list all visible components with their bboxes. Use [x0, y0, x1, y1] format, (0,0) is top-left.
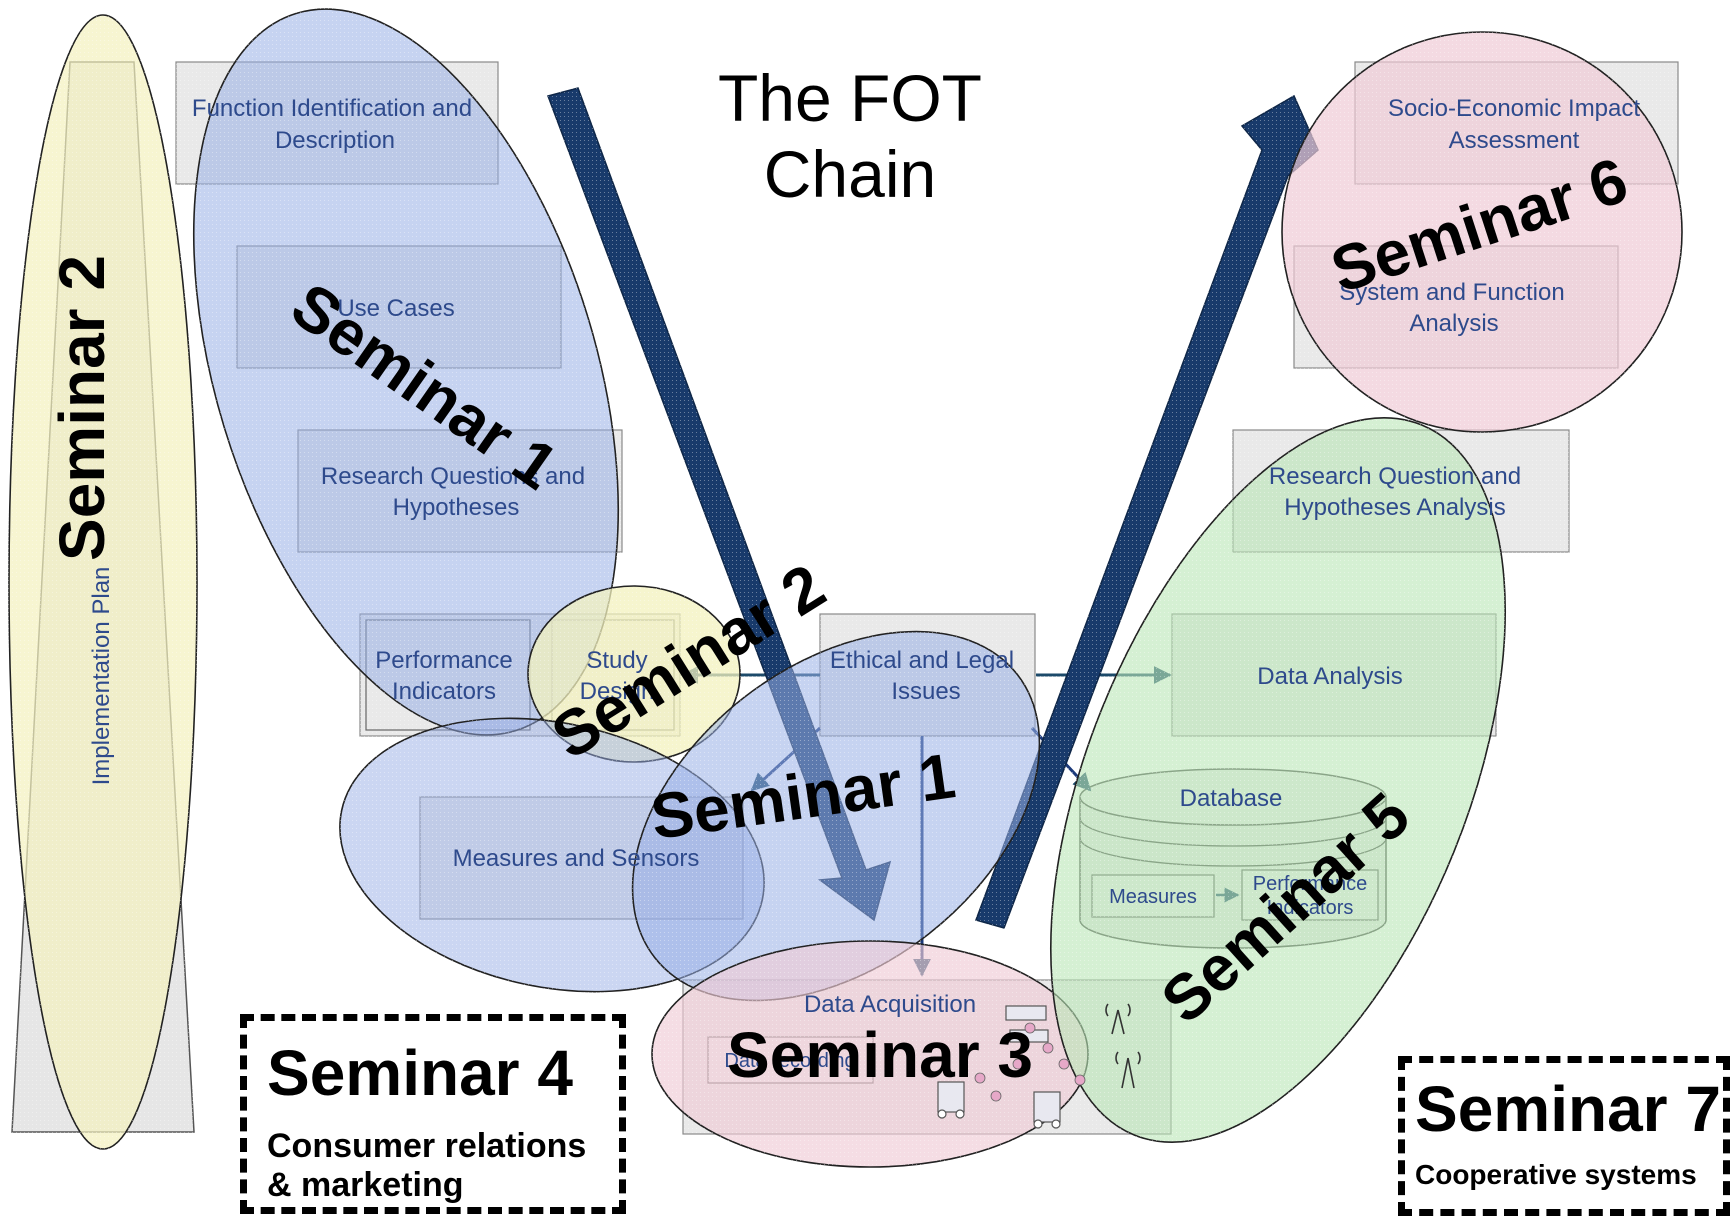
data-analysis-label: Data Analysis — [1257, 663, 1402, 690]
implementation-plan-label: Implementation Plan — [88, 567, 115, 786]
seminar-7-box: Seminar 7 Cooperative systems — [1398, 1056, 1730, 1216]
people-icons — [974, 1022, 1086, 1102]
db-measures-label: Measures — [1109, 886, 1197, 908]
seminar-4-subtitle-1: Consumer relations — [267, 1127, 587, 1165]
seminar-4-title: Seminar 4 — [267, 1037, 573, 1109]
antenna-icon — [1105, 1003, 1141, 1089]
data-acquisition-label: Data Acquisition — [804, 991, 976, 1018]
seminar-3-label: Seminar 3 — [727, 1019, 1033, 1091]
database-label: Database — [1180, 785, 1283, 812]
seminar-7-title: Seminar 7 — [1415, 1073, 1721, 1145]
seminar-4-subtitle-2: & marketing — [267, 1166, 464, 1205]
data-recording-label: Data recording — [724, 1050, 855, 1072]
seminar-2-left-label: Seminar 2 — [46, 255, 118, 561]
use-cases-label: Use Cases — [337, 295, 454, 322]
seminar-4-box: Seminar 4 Consumer relations & marketing — [240, 1014, 626, 1214]
vehicle-icons — [937, 1005, 1061, 1129]
measures-sensors-label: Measures and Sensors — [453, 845, 700, 872]
seminar-7-subtitle: Cooperative systems — [1415, 1159, 1697, 1190]
diagram-title: The FOT Chain — [717, 61, 983, 211]
